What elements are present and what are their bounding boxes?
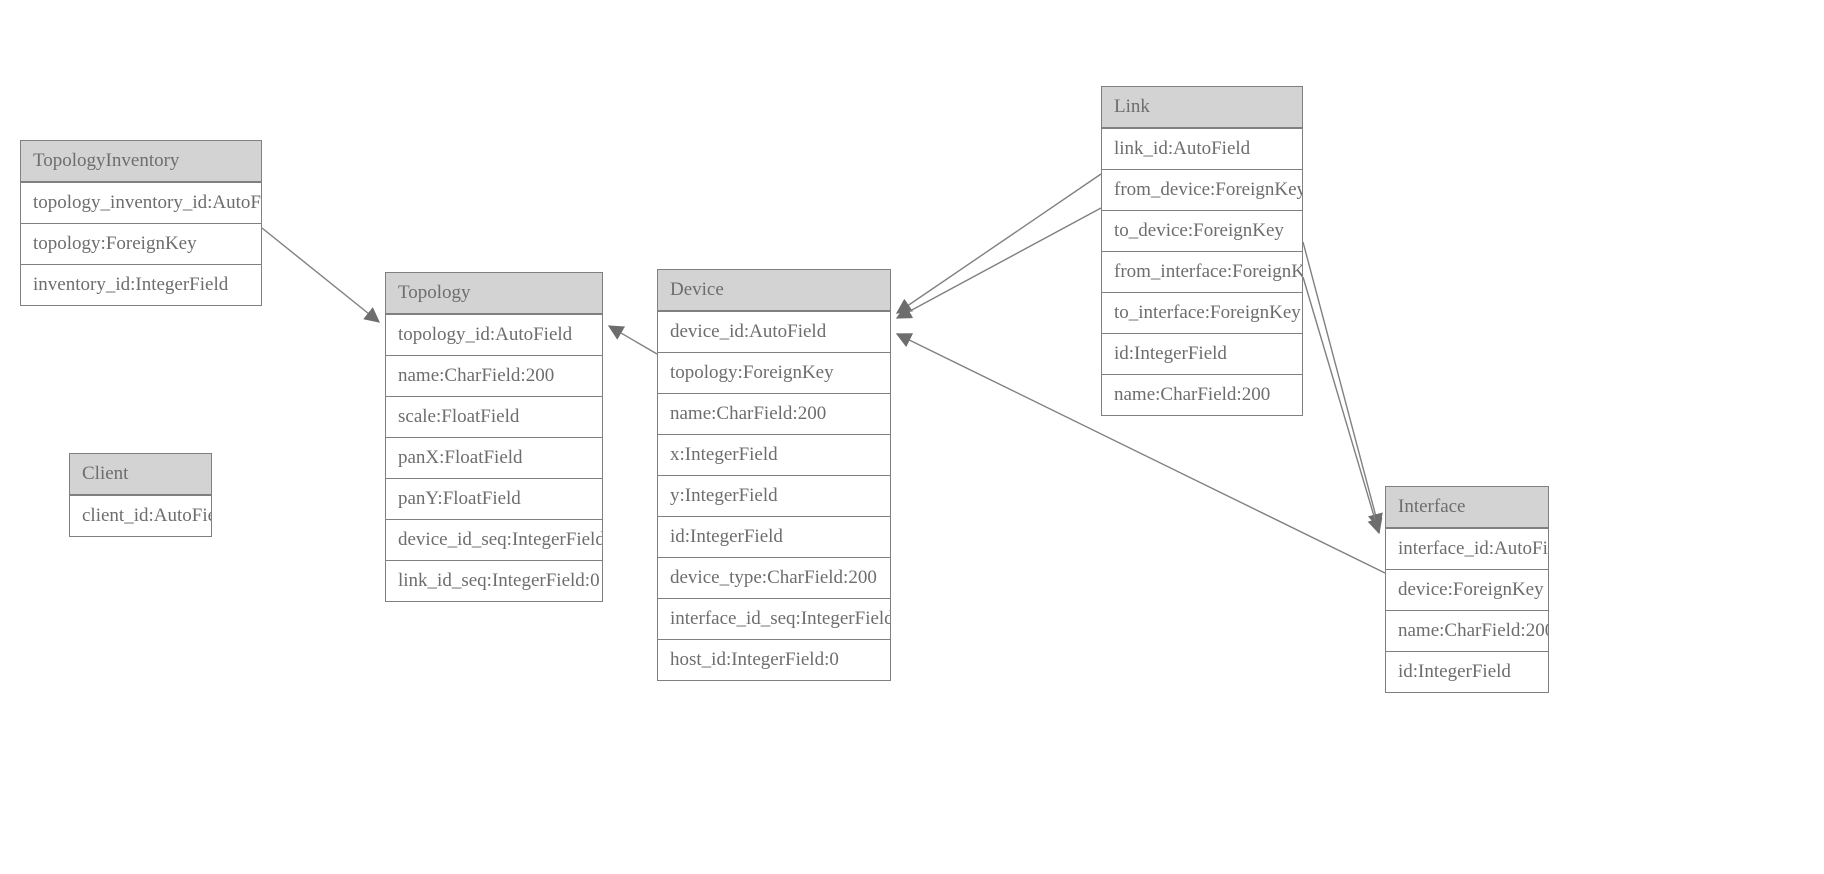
entity-field: inventory_id:IntegerField	[21, 264, 261, 305]
entity-field: link_id_seq:IntegerField:0	[386, 560, 602, 601]
entity-field: topology_id:AutoField	[386, 314, 602, 355]
entity-field: scale:FloatField	[386, 396, 602, 437]
entity-field: name:CharField:200	[1386, 610, 1548, 651]
relationship-link-todevice-device	[895, 207, 1102, 319]
entity-title-client: Client	[70, 454, 211, 495]
entity-title-interface: Interface	[1386, 487, 1548, 528]
entity-field: host_id:IntegerField:0	[658, 639, 890, 680]
entity-field: client_id:AutoField	[70, 495, 211, 536]
relationship-device-topology	[607, 325, 658, 355]
entity-field: id:IntegerField	[658, 516, 890, 557]
relationship-link-tointerface-interface	[1302, 276, 1383, 535]
entity-field: topology:ForeignKey	[21, 223, 261, 264]
relationship-link-fromdevice-device	[895, 173, 1102, 314]
entity-field: interface_id_seq:IntegerField:0	[658, 598, 890, 639]
entity-field: name:CharField:200	[386, 355, 602, 396]
entity-field: name:CharField:200	[1102, 374, 1302, 415]
entity-field: name:CharField:200	[658, 393, 890, 434]
entity-title-link: Link	[1102, 87, 1302, 128]
entity-title-device: Device	[658, 270, 890, 311]
entity-field: to_device:ForeignKey	[1102, 210, 1302, 251]
entity-field: id:IntegerField	[1386, 651, 1548, 692]
entity-field: panX:FloatField	[386, 437, 602, 478]
entity-field: from_device:ForeignKey	[1102, 169, 1302, 210]
entity-title-topology: Topology	[386, 273, 602, 314]
entity-field: from_interface:ForeignKey	[1102, 251, 1302, 292]
entity-field: interface_id:AutoField	[1386, 528, 1548, 569]
entity-interface[interactable]: Interfaceinterface_id:AutoFielddevice:Fo…	[1385, 486, 1549, 693]
entity-field: link_id:AutoField	[1102, 128, 1302, 169]
entity-field: panY:FloatField	[386, 478, 602, 519]
entity-title-topology_inventory: TopologyInventory	[21, 141, 261, 182]
relationship-link-frominterface-interface	[1302, 241, 1383, 530]
entity-field: y:IntegerField	[658, 475, 890, 516]
entity-field: device_type:CharField:200	[658, 557, 890, 598]
entity-field: topology_inventory_id:AutoField	[21, 182, 261, 223]
entity-field: id:IntegerField	[1102, 333, 1302, 374]
entity-field: device_id_seq:IntegerField:0	[386, 519, 602, 560]
entity-field: topology:ForeignKey	[658, 352, 890, 393]
entity-field: to_interface:ForeignKey	[1102, 292, 1302, 333]
entity-field: x:IntegerField	[658, 434, 890, 475]
entity-field: device_id:AutoField	[658, 311, 890, 352]
relationship-topologyinventory-topology	[261, 227, 381, 323]
entity-field: device:ForeignKey	[1386, 569, 1548, 610]
